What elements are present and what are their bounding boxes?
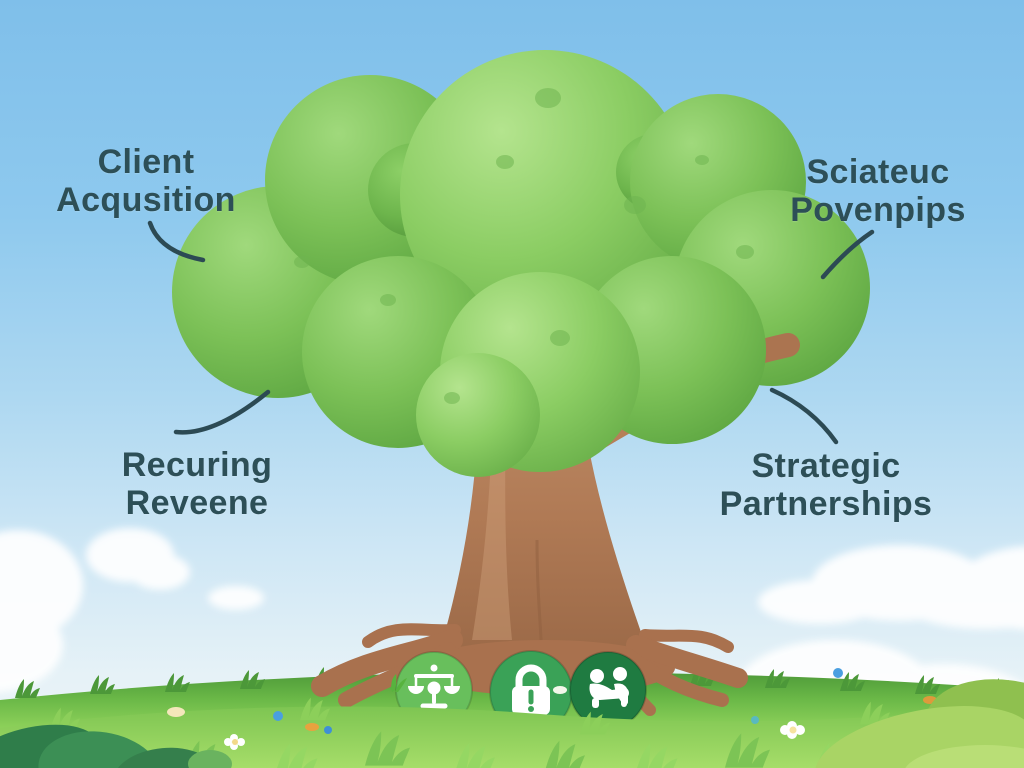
trunk-crease <box>535 539 543 641</box>
corner-plant-left <box>0 724 232 768</box>
label-strategic-partnerships: Strategic Partnerships <box>719 446 933 523</box>
meadow-flowers <box>167 668 937 750</box>
connector-bottom-left <box>173 389 271 435</box>
connector-top-right <box>820 229 875 280</box>
white-flower <box>553 686 567 694</box>
connector-top-left <box>147 220 206 263</box>
tree-canopy-front <box>302 256 766 477</box>
blue-flower <box>324 726 332 734</box>
corner-plant-right <box>814 679 1024 768</box>
daisy-flower <box>780 721 805 739</box>
label-recurring-revenue: Recuring Reveene <box>121 445 273 522</box>
scales-icon <box>408 664 460 709</box>
label-strategic-top-right: Sciateuc Povenpips <box>790 152 966 229</box>
canopy-dimples <box>294 88 754 404</box>
teal-flower <box>751 716 759 724</box>
people-badge <box>569 651 647 729</box>
blue-flower <box>833 668 843 678</box>
sprout <box>391 674 407 692</box>
label-client-acquisition: Client Acqusition <box>56 142 236 219</box>
cream-flower <box>167 707 185 717</box>
orange-flower <box>305 723 319 731</box>
daisy-flower <box>224 734 245 750</box>
partnership-people-icon <box>589 667 629 708</box>
lock-alert-icon <box>512 664 550 715</box>
connector-bottom-right <box>769 387 839 445</box>
connector-lines <box>147 220 875 445</box>
tree <box>172 50 870 716</box>
blue-flower <box>273 711 283 721</box>
